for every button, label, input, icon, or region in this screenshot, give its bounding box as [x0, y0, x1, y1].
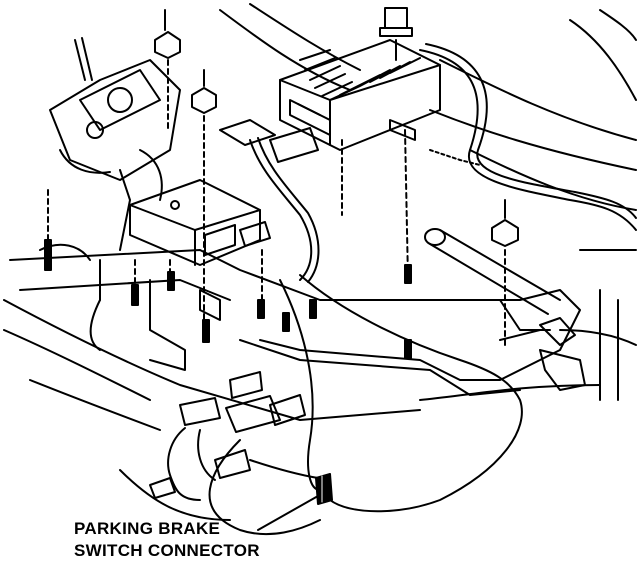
wiring-harness-center	[89, 119, 523, 513]
body-contour-right	[219, 3, 637, 211]
callout-leader-line	[257, 495, 319, 531]
shift-assembly	[49, 37, 181, 251]
right-lower-bracket	[499, 317, 586, 391]
control-module	[279, 39, 441, 151]
floor-panel	[3, 249, 637, 521]
frame-rail-bracket	[9, 243, 581, 396]
parking-brake-switch-connector	[315, 473, 333, 505]
callout-label: PARKING BRAKE SWITCH CONNECTOR	[74, 518, 304, 562]
wiring-harness-right	[419, 43, 637, 231]
crossmember-tube	[424, 228, 561, 315]
mounting-studs	[44, 7, 519, 361]
connector-cluster	[149, 371, 321, 536]
callout-label-line2: SWITCH CONNECTOR	[74, 541, 260, 560]
callout-label-line1: PARKING BRAKE	[74, 519, 221, 538]
center-module	[129, 179, 271, 266]
